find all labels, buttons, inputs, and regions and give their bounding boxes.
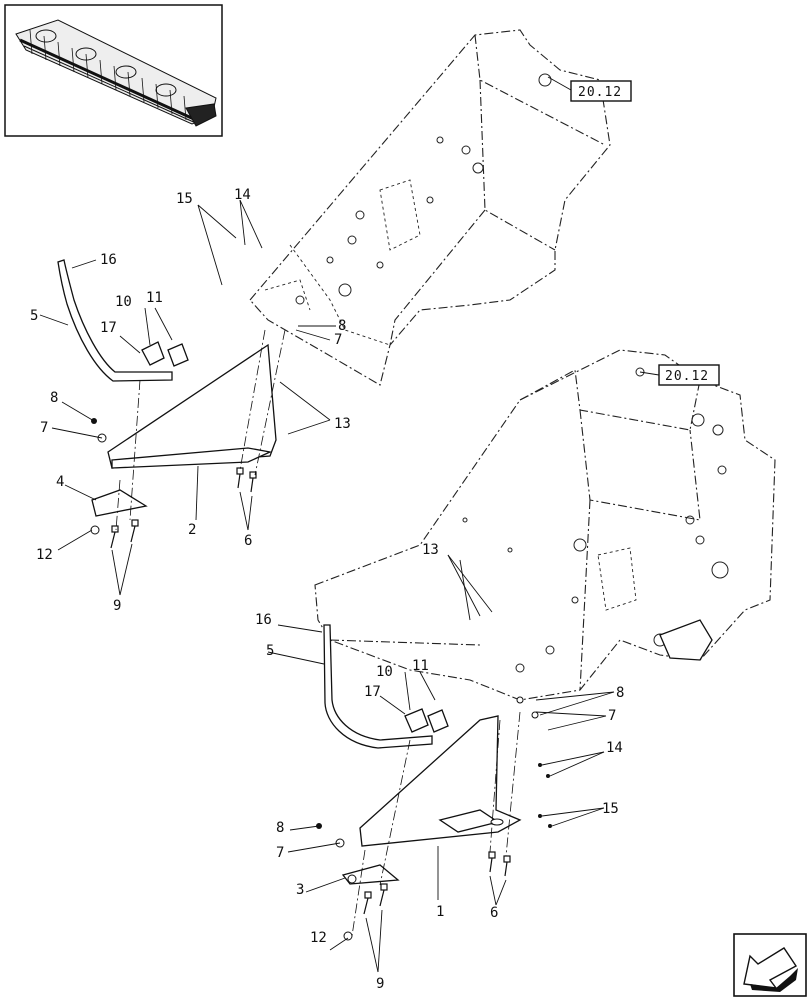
bracket bbox=[341, 864, 400, 885]
callout-number[interactable]: 6 bbox=[490, 905, 498, 921]
callout-number[interactable]: 10 bbox=[115, 294, 132, 310]
callout-number[interactable]: 4 bbox=[56, 474, 64, 490]
header-thumbnail bbox=[4, 4, 223, 137]
callout-number[interactable]: 5 bbox=[266, 643, 274, 659]
lower-assembly bbox=[316, 624, 552, 941]
handle-bar bbox=[323, 624, 433, 749]
callouts-lower: 13 16 5 10 11 17 8 7 14 15 8 7 3 1 6 12 … bbox=[255, 542, 624, 992]
callout-number[interactable]: 10 bbox=[376, 664, 393, 680]
support-frame bbox=[107, 343, 277, 469]
upper-assembly bbox=[57, 259, 286, 549]
callout-number[interactable]: 7 bbox=[334, 332, 342, 348]
callout-number[interactable]: 9 bbox=[113, 598, 121, 614]
callout-number[interactable]: 13 bbox=[334, 416, 351, 432]
callout-number[interactable]: 13 bbox=[422, 542, 439, 558]
upper-frame-outline bbox=[249, 29, 611, 386]
callout-number[interactable]: 8 bbox=[616, 685, 624, 701]
reference-label: 20.12 bbox=[578, 85, 622, 100]
callout-number[interactable]: 9 bbox=[376, 976, 384, 992]
callout-number[interactable]: 11 bbox=[146, 290, 163, 306]
callout-number[interactable]: 14 bbox=[234, 187, 251, 203]
callout-number[interactable]: 7 bbox=[608, 708, 616, 724]
callout-number[interactable]: 17 bbox=[364, 684, 381, 700]
handle-bar bbox=[57, 259, 173, 382]
callout-number[interactable]: 12 bbox=[310, 930, 327, 946]
callout-number[interactable]: 7 bbox=[40, 420, 48, 436]
reference-box-upper[interactable]: 20.12 bbox=[570, 80, 632, 102]
bracket bbox=[91, 489, 148, 517]
leaders-lower bbox=[267, 554, 615, 973]
return-arrow-icon[interactable] bbox=[733, 933, 807, 997]
callout-number[interactable]: 8 bbox=[276, 820, 284, 836]
callout-number[interactable]: 7 bbox=[276, 845, 284, 861]
callout-number[interactable]: 8 bbox=[338, 318, 346, 334]
callout-number[interactable]: 15 bbox=[602, 801, 619, 817]
callout-number[interactable]: 6 bbox=[244, 533, 252, 549]
callout-number[interactable]: 5 bbox=[30, 308, 38, 324]
lower-frame-outline bbox=[314, 349, 776, 701]
callout-number[interactable]: 11 bbox=[412, 658, 429, 674]
callout-number[interactable]: 14 bbox=[606, 740, 623, 756]
callout-number[interactable]: 12 bbox=[36, 547, 53, 563]
callout-number[interactable]: 17 bbox=[100, 320, 117, 336]
callout-number[interactable]: 16 bbox=[255, 612, 272, 628]
callouts-upper: 16 5 10 11 17 15 14 8 7 13 4 2 6 12 9 8 … bbox=[30, 187, 351, 614]
reference-label: 20.12 bbox=[665, 369, 709, 384]
callout-number[interactable]: 15 bbox=[176, 191, 193, 207]
callout-number[interactable]: 16 bbox=[100, 252, 117, 268]
callout-number[interactable]: 3 bbox=[296, 882, 304, 898]
support-frame bbox=[359, 715, 522, 847]
callout-number[interactable]: 8 bbox=[50, 390, 58, 406]
callout-number[interactable]: 2 bbox=[188, 522, 196, 538]
leaders-upper bbox=[39, 199, 336, 596]
reference-box-lower[interactable]: 20.12 bbox=[658, 364, 720, 386]
callout-number[interactable]: 1 bbox=[436, 904, 444, 920]
